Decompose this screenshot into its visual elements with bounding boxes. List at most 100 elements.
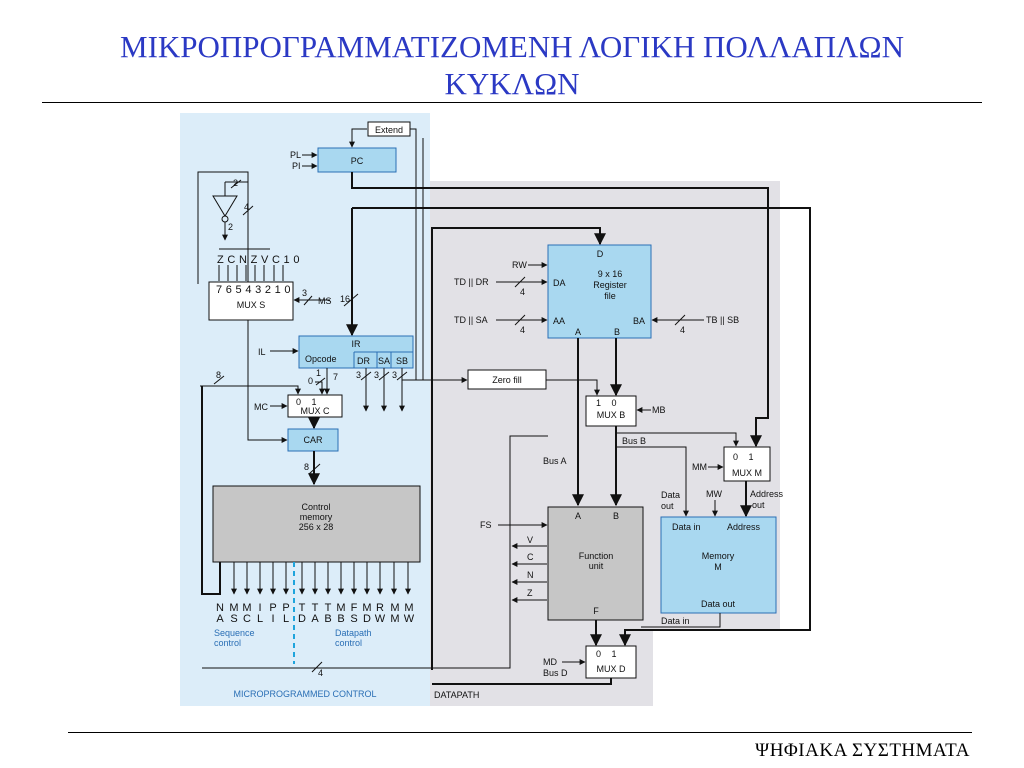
flag-n-label: N [527, 570, 534, 580]
ms-label: MS [318, 296, 332, 306]
mux-b-label: MUX B [597, 410, 626, 420]
mm-label: MM [692, 462, 707, 472]
bus-3-sa: 3 [374, 370, 379, 380]
title-rule [42, 102, 982, 103]
bus-d-label: Bus D [543, 668, 568, 678]
control-memory-l1: Control [301, 502, 330, 512]
ctrl-field-2-bot: C [243, 613, 251, 625]
reg-a-label: A [575, 327, 581, 337]
bus-8-label-loop: 8 [216, 370, 221, 380]
memory-m [660, 516, 777, 614]
ctrl-field-11-bot: D [363, 613, 371, 625]
mux-s-label: MUX S [237, 300, 266, 310]
mux-c-inputs: 0 1 [296, 397, 321, 407]
control-memory [212, 485, 421, 563]
mux-m-inputs: 0 1 [733, 452, 758, 462]
mux-d-label: MUX D [597, 664, 627, 674]
mux-s [208, 281, 294, 321]
ctrl-field-11-top: M [362, 602, 371, 614]
mux-b-inputs: 1 0 [596, 398, 621, 408]
mux-b [585, 395, 637, 427]
mw-label: MW [706, 489, 722, 499]
bus-1-label: 1 [316, 368, 321, 378]
control-memory-l3: 256 x 28 [299, 522, 334, 532]
mux-m-label: MUX M [732, 468, 762, 478]
md-label: MD [543, 657, 557, 667]
flag-c-label: C [527, 552, 534, 562]
memory-address: Address [727, 522, 761, 532]
td-sa-label: TD || SA [454, 315, 488, 325]
register-file [547, 244, 652, 339]
fu-f-label: F [593, 606, 599, 616]
title-line-1: ΜΙΚΡΟΠΡΟΓΡΑΜΜΑΤΙΖΟΜΕΝΗ ΛΟΓΙΚΗ ΠΟΛΛΑΠΛΩΝ [120, 29, 904, 64]
ctrl-field-10-bot: S [350, 613, 357, 625]
datapath-control-l1: Datapath [335, 628, 372, 638]
mux-s-inputs: 7 6 5 4 3 2 1 0 [216, 284, 291, 296]
sa-label: SA [378, 356, 390, 366]
flag-v-label: V [527, 535, 533, 545]
memory-data-in: Data in [672, 522, 701, 532]
mux-d-inputs: 0 1 [596, 649, 621, 659]
datapath-control-l2: control [335, 638, 362, 648]
bus-3-label-ms: 3 [302, 288, 307, 298]
mc-label: MC [254, 402, 268, 412]
function-unit-l1: Function [579, 551, 614, 561]
mux-c-label: MUX C [301, 406, 331, 416]
ctrl-field-9-top: M [336, 602, 345, 614]
ctrl-field-4-bot: I [271, 613, 274, 625]
ctrl-field-13-bot: M [390, 613, 399, 625]
ctrl-field-2-top: M [242, 602, 251, 614]
ctrl-field-12-top: R [376, 602, 384, 614]
bus-4-label-bottom: 4 [318, 668, 323, 678]
bus-3-dr: 3 [356, 370, 361, 380]
bus-3-sb: 3 [392, 370, 397, 380]
td-dr-label: TD || DR [454, 277, 489, 287]
bus-4-da: 4 [520, 287, 525, 297]
ir-label: IR [352, 339, 362, 349]
opcode-label: Opcode [305, 354, 337, 364]
ctrl-field-1-bot: S [230, 613, 237, 625]
address-out-l1: Address [750, 489, 784, 499]
fu-a-label: A [575, 511, 581, 521]
da-label: DA [553, 278, 566, 288]
ctrl-field-5-top: P [282, 602, 289, 614]
pc-label: PC [351, 156, 364, 166]
rw-label: RW [512, 260, 527, 270]
microprogrammed-control-label: MICROPROGRAMMED CONTROL [233, 689, 376, 699]
zero-fill-label: Zero fill [492, 375, 522, 385]
ctrl-field-14-bot: W [404, 613, 415, 625]
bus-a-label: Bus A [543, 456, 567, 466]
control-memory-l2: memory [300, 512, 333, 522]
aa-label: AA [553, 316, 565, 326]
register-file-l3: file [604, 291, 616, 301]
tb-sb-label: TB || SB [706, 315, 739, 325]
ctrl-field-12-bot: W [375, 613, 386, 625]
ctrl-field-5-bot: L [283, 613, 289, 625]
register-file-l1: 9 x 16 [598, 269, 623, 279]
ctrl-field-6-bot: D [298, 613, 306, 625]
ctrl-field-0-top: N [216, 602, 224, 614]
bus-b-label: Bus B [622, 436, 646, 446]
flag-z-label: Z [527, 588, 533, 598]
mux-m [723, 446, 771, 482]
bus-8-label: 8 [304, 462, 309, 472]
ctrl-field-13-top: M [390, 602, 399, 614]
ctrl-field-3-top: I [258, 602, 261, 614]
mb-label: MB [652, 405, 666, 415]
ctrl-field-7-top: T [312, 602, 319, 614]
fs-label: FS [480, 520, 492, 530]
data-out-top-l2: out [661, 501, 674, 511]
footer-text: ΨΗΦΙΑΚΑ ΣΥΣΤΗΜΑΤΑ [755, 740, 970, 761]
ctrl-field-3-bot: L [257, 613, 263, 625]
data-in-bottom-label: Data in [661, 616, 690, 626]
memory-data-out: Data out [701, 599, 736, 609]
pc-register [317, 147, 397, 173]
ctrl-field-10-top: F [351, 602, 358, 614]
bus-16-label: 16 [340, 294, 350, 304]
ctrl-field-7-bot: A [311, 613, 319, 625]
bus-2-label-inv: 2 [228, 222, 233, 232]
control-memory-outputs [201, 386, 411, 595]
memory-l1: Memory [702, 551, 735, 561]
ctrl-field-1-top: M [229, 602, 238, 614]
il-label: IL [258, 347, 266, 357]
